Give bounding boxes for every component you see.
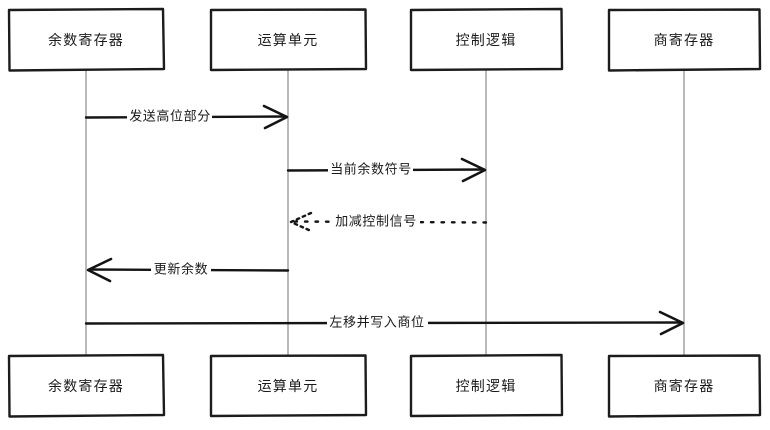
participant-box-quotient-register-top[interactable]: 商寄存器 [607,8,762,72]
participant-box-control-logic-top[interactable]: 控制逻辑 [409,7,564,72]
participant-label: 运算单元 [258,379,319,395]
message-update-remainder[interactable]: 更新余数 [86,257,290,283]
message-add-sub-control-signal[interactable]: 加减控制信号 [289,211,488,233]
arrowhead-right-icon [658,310,685,336]
participant-box-remainder-register-bottom[interactable]: 余数寄存器 [7,353,166,418]
box-outline [209,8,368,72]
participant-label: 运算单元 [258,33,319,49]
participant-box-arithmetic-unit-bottom[interactable]: 运算单元 [209,354,368,418]
participant-box-quotient-register-bottom[interactable]: 商寄存器 [607,354,762,418]
participant-label: 余数寄存器 [48,378,124,395]
participant-box-arithmetic-unit-top[interactable]: 运算单元 [209,8,368,72]
box-outline [7,353,166,418]
arrowhead-right-icon [460,157,487,183]
participant-box-remainder-register-top[interactable]: 余数寄存器 [7,7,166,72]
message-label-backdrop [333,213,420,232]
box-outline [607,354,762,418]
box-outline [409,353,564,418]
message-label-backdrop [327,314,428,333]
arrowhead-left-icon [86,257,113,283]
message-label-backdrop [328,161,413,180]
box-outline [607,8,762,72]
message-label-backdrop [151,261,211,280]
participant-boxes-top: 余数寄存器 运算单元 控制逻辑 商寄存器 [7,7,762,72]
message-label: 当前余数符号 [330,162,412,178]
message-label: 发送高位部分 [129,109,211,125]
participant-label: 余数寄存器 [48,32,124,49]
box-outline [409,7,564,72]
message-label: 左移并写入商位 [329,316,424,331]
message-shift-write-quotient-bit[interactable]: 左移并写入商位 [84,310,685,336]
box-outline [209,354,368,418]
message-label: 加减控制信号 [335,215,417,230]
participant-box-control-logic-bottom[interactable]: 控制逻辑 [409,353,564,418]
box-outline [7,7,166,72]
message-label-backdrop [127,108,212,127]
participant-boxes-bottom: 余数寄存器 运算单元 控制逻辑 商寄存器 [7,353,762,418]
arrowhead-left-icon [289,211,313,233]
participant-label: 控制逻辑 [456,33,517,49]
message-label: 更新余数 [154,262,208,278]
message-current-remainder-sign[interactable]: 当前余数符号 [286,157,487,183]
participant-label: 商寄存器 [654,378,715,395]
participant-label: 控制逻辑 [456,379,517,395]
message-send-high-bits[interactable]: 发送高位部分 [84,104,289,130]
participant-label: 商寄存器 [654,32,715,49]
arrowhead-right-icon [262,104,289,130]
